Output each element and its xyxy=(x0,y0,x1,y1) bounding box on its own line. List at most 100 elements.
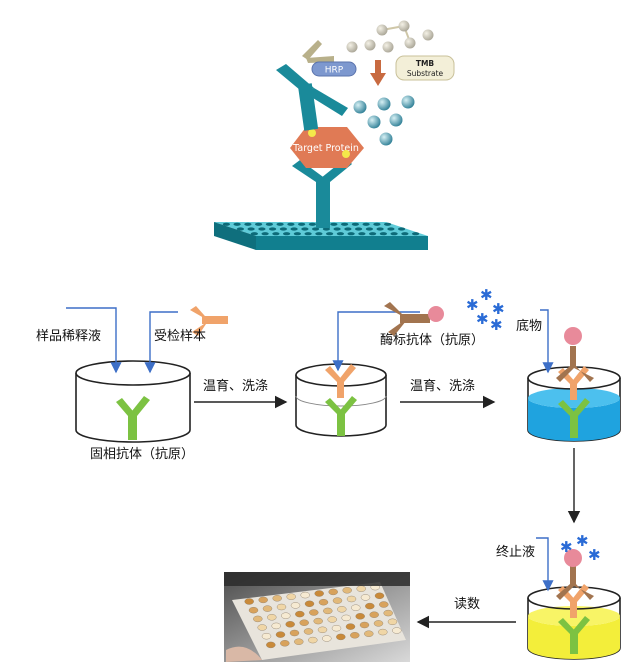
photo-well xyxy=(337,606,347,613)
plate-well xyxy=(358,232,366,236)
photo-well xyxy=(378,628,388,636)
plate-well xyxy=(390,232,398,236)
plate-well xyxy=(369,232,377,236)
label-incubate-wash-1: 温育、洗涤 xyxy=(203,378,268,394)
plate-well xyxy=(293,232,301,236)
coated-antibody-4 xyxy=(558,616,590,654)
photo-well xyxy=(327,616,337,623)
substrate-label: Substrate xyxy=(407,69,444,78)
photo-well xyxy=(281,612,291,619)
bound-sample-antibody-4 xyxy=(558,584,589,618)
hrp-enzyme: HRP xyxy=(302,40,357,77)
svg-text:✱: ✱ xyxy=(480,286,493,304)
photo-well xyxy=(289,629,300,637)
plate-well xyxy=(244,222,252,226)
input-arrow-step2 xyxy=(332,311,420,372)
label-coated-antibody: 固相抗体（抗原） xyxy=(90,447,194,462)
reaction-arrow xyxy=(370,60,386,86)
photo-well xyxy=(280,640,290,647)
photo-well xyxy=(387,618,398,625)
plate-well xyxy=(333,227,341,231)
coated-antibody xyxy=(116,396,150,440)
input-arrow-step3 xyxy=(540,309,554,374)
photo-well xyxy=(350,632,360,639)
photo-well xyxy=(314,590,324,597)
plate-well xyxy=(287,222,295,226)
photo-well xyxy=(317,626,328,633)
binding-dot xyxy=(308,129,316,137)
photo-well xyxy=(257,624,267,631)
photo-well xyxy=(275,631,286,638)
plate-well xyxy=(301,227,309,231)
photo-well xyxy=(359,621,370,629)
plate-well xyxy=(222,222,230,226)
label-read: 读数 xyxy=(454,597,480,612)
plate-well xyxy=(304,232,312,236)
svg-text:✱: ✱ xyxy=(588,546,601,564)
input-arrow-step4 xyxy=(536,537,554,592)
label-enzyme-antibody: 酶标抗体（抗原） xyxy=(380,332,484,348)
photo-well xyxy=(392,627,402,634)
photo-well xyxy=(346,595,357,603)
label-stop-solution: 终止液 xyxy=(496,544,535,560)
photo-well xyxy=(345,623,356,630)
label-substrate: 底物 xyxy=(516,318,542,334)
plate-well xyxy=(298,222,306,226)
photo-well xyxy=(356,585,366,592)
plate-well xyxy=(355,227,363,231)
photo-well xyxy=(351,604,361,611)
bound-sample-antibody-3 xyxy=(558,366,589,400)
plate-photo xyxy=(224,572,410,662)
plate-well xyxy=(312,227,320,231)
photo-well xyxy=(374,592,385,599)
plate-well xyxy=(255,222,263,226)
plate-well xyxy=(376,227,384,231)
plate-well xyxy=(276,222,284,226)
photo-well xyxy=(286,593,296,600)
well-step2 xyxy=(295,363,387,437)
photo-well xyxy=(248,607,259,614)
photo-well xyxy=(369,611,379,618)
photo-well xyxy=(355,613,365,620)
plate-well xyxy=(261,232,269,236)
photo-well xyxy=(365,602,375,610)
photo-well xyxy=(300,591,310,599)
product-molecules xyxy=(353,95,415,146)
stop-stars: ✱ ✱ ✱ xyxy=(560,532,601,564)
plate-well xyxy=(308,222,316,226)
photo-well xyxy=(267,614,277,621)
enzyme-antibody-4 xyxy=(556,549,594,600)
label-test-sample: 受检样本 xyxy=(154,329,206,344)
svg-text:✱: ✱ xyxy=(466,296,479,314)
plate-well xyxy=(398,227,406,231)
plate-well xyxy=(336,232,344,236)
plate-well xyxy=(341,222,349,226)
substrate-molecules xyxy=(346,20,434,53)
svg-text:✱: ✱ xyxy=(560,538,573,556)
photo-well xyxy=(294,638,304,645)
plate-well xyxy=(290,227,298,231)
photo-well xyxy=(383,609,393,617)
well-step3 xyxy=(527,327,621,442)
photo-well xyxy=(276,603,287,611)
plate-well xyxy=(279,227,287,231)
photo-well xyxy=(304,600,315,607)
enzyme-antibody-icon xyxy=(384,302,444,336)
photo-well xyxy=(379,601,389,608)
plate-well xyxy=(258,227,266,231)
microplate xyxy=(214,222,428,250)
plate-well xyxy=(233,222,241,226)
photo-well xyxy=(262,605,273,612)
photo-well xyxy=(341,614,351,622)
svg-text:✱: ✱ xyxy=(576,532,589,550)
photo-well xyxy=(309,609,319,616)
bound-sample-antibody xyxy=(325,364,356,398)
plate-well xyxy=(373,222,381,226)
coated-antibody-2 xyxy=(325,396,357,436)
plate-well xyxy=(269,227,277,231)
photo-well xyxy=(272,595,282,602)
photo-well xyxy=(299,619,309,626)
photo-well xyxy=(303,628,314,635)
hrp-label: HRP xyxy=(325,66,344,76)
